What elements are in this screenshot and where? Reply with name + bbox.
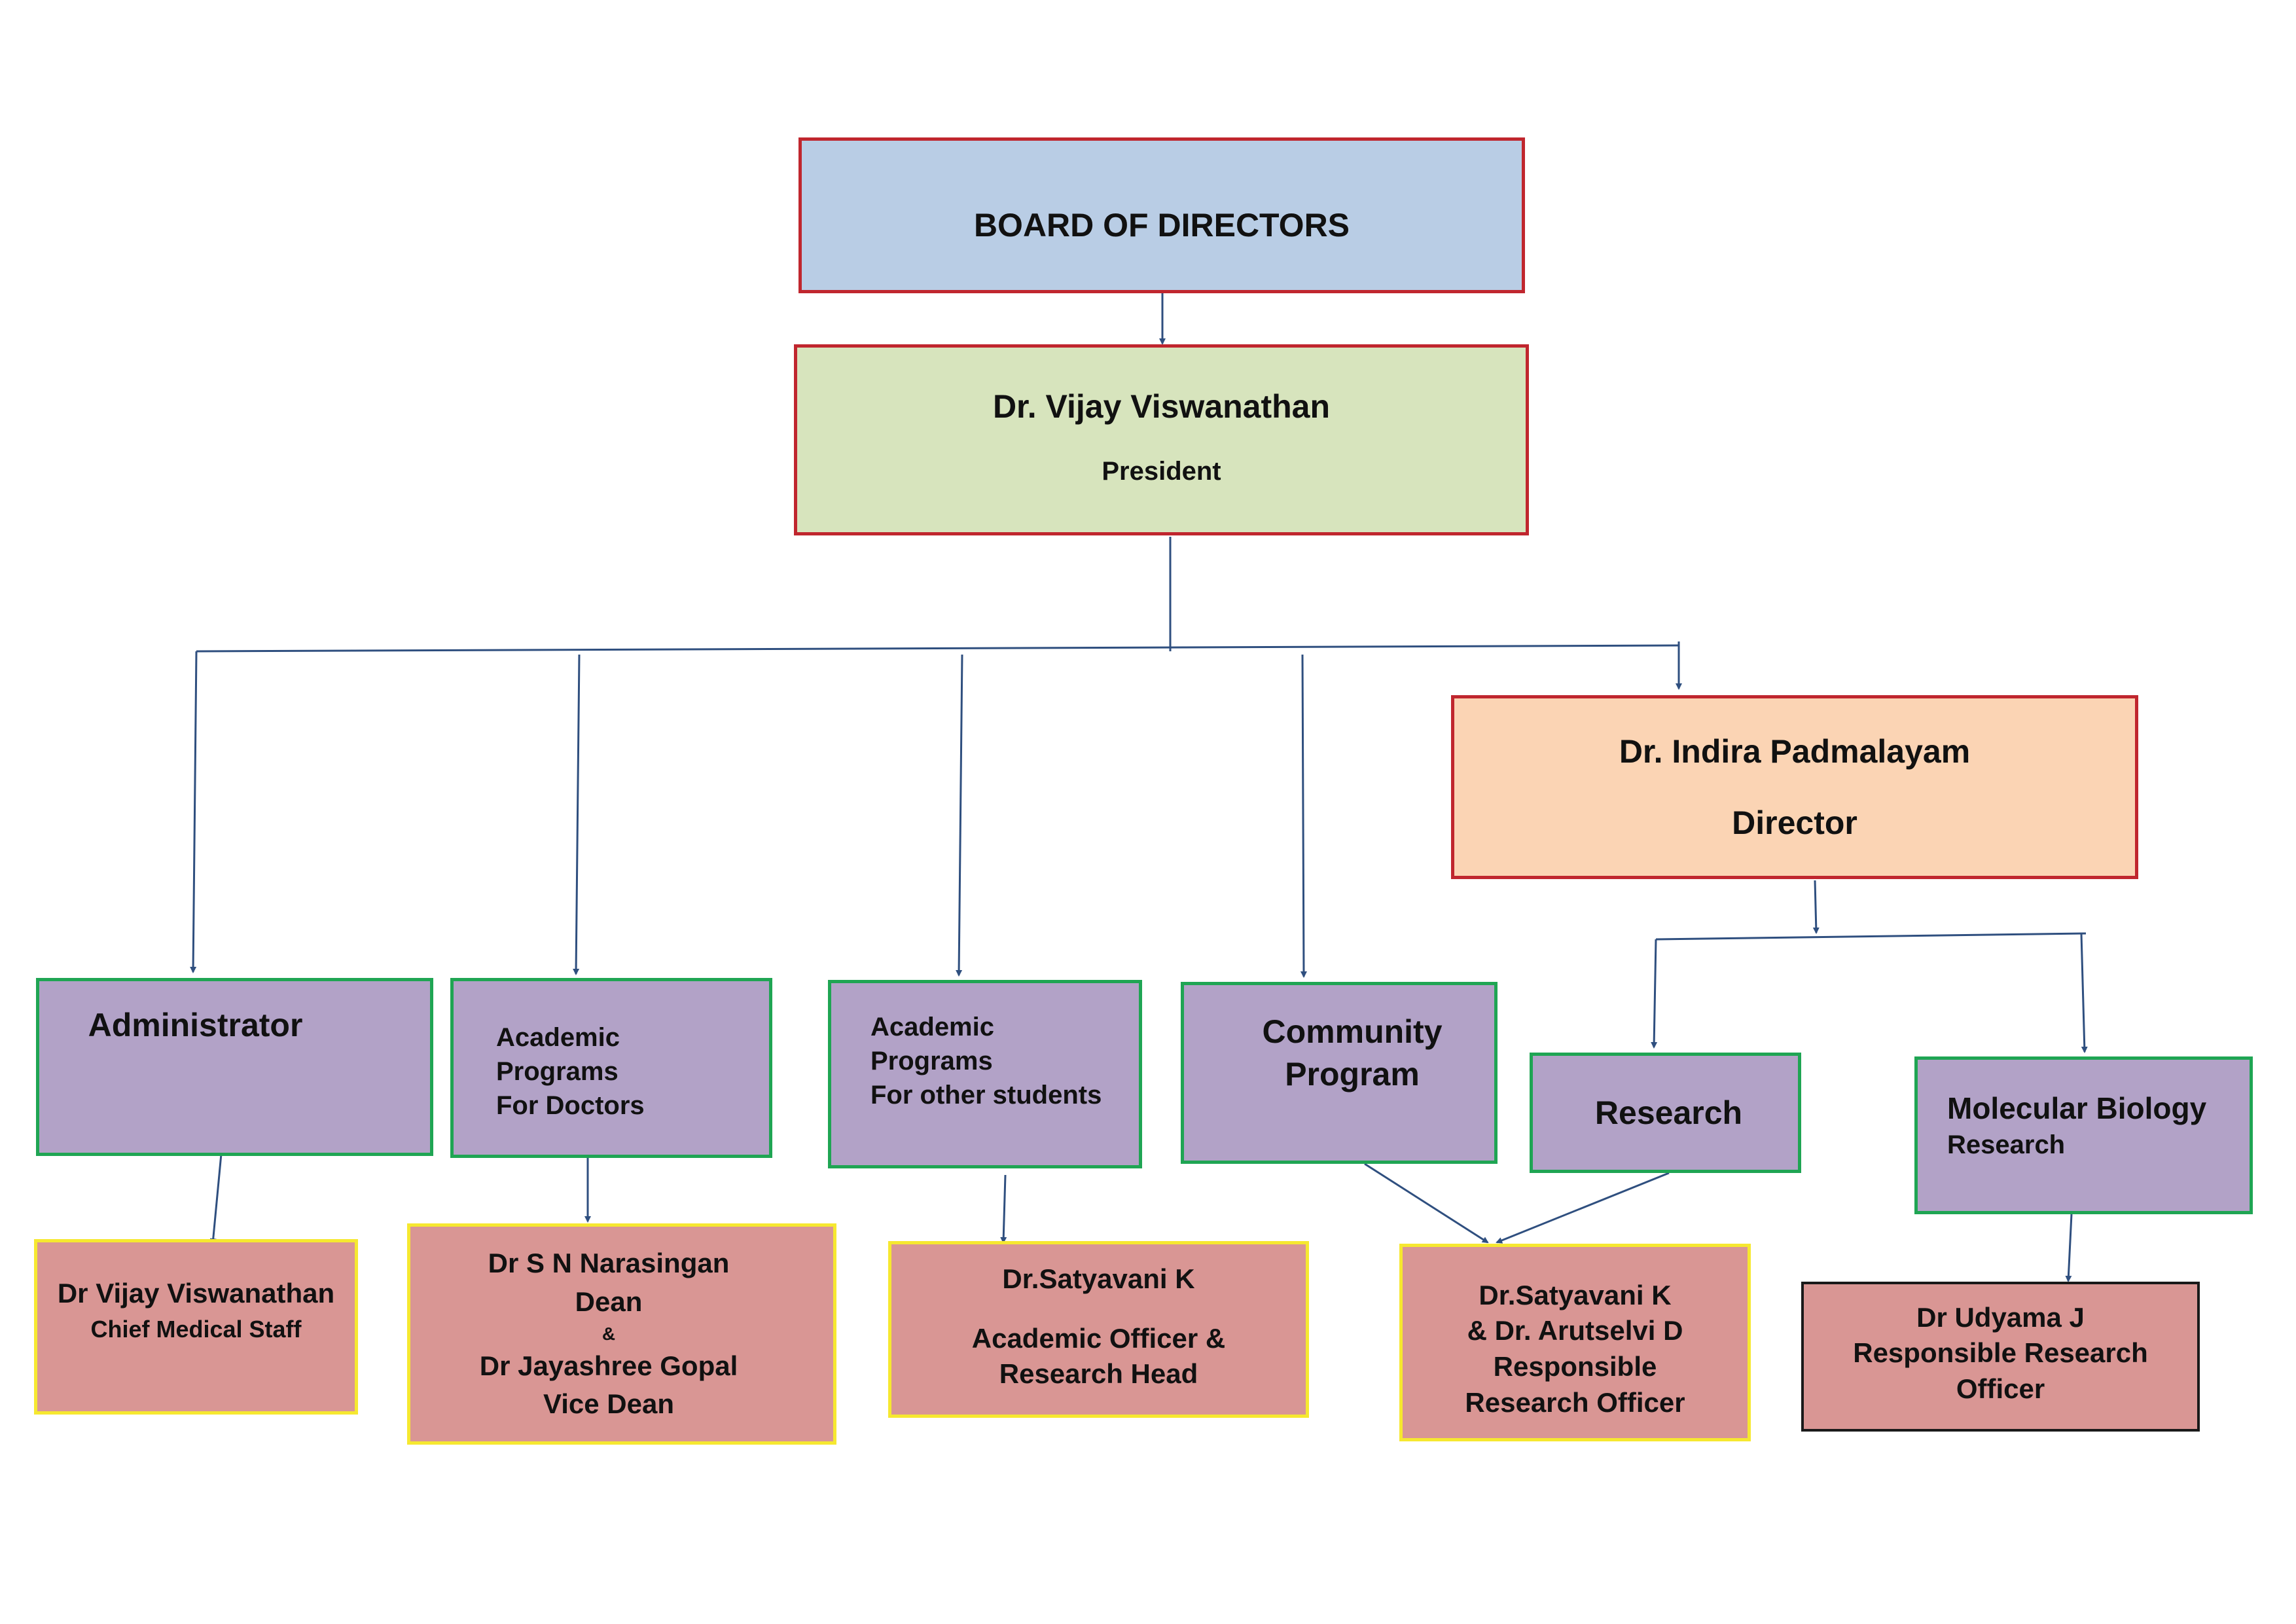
research-officers-line2: & Dr. Arutselvi D: [1467, 1315, 1683, 1346]
connector-students-to-person: [1000, 1174, 1007, 1244]
community-program-box: Community Program: [1181, 982, 1498, 1164]
board-of-directors-box: BOARD OF DIRECTORS: [798, 137, 1525, 293]
dean-joiner: &: [601, 1324, 616, 1344]
connector-admin-to-person: [209, 1153, 223, 1245]
connector-to-research: [1651, 939, 1658, 1049]
academic-officer-name: Dr.Satyavani K: [1002, 1263, 1195, 1295]
vice-dean-name: Dr Jayashree Gopal: [479, 1350, 738, 1381]
academic-doctors-line1: Academic: [496, 1022, 620, 1052]
academic-doctors-box: Academic Programs For Doctors: [450, 978, 772, 1158]
connector-to-academic-doctors: [573, 654, 581, 975]
connector-community-to-person: [1364, 1163, 1489, 1244]
admin-head-name: Dr Vijay Viswanathan: [57, 1278, 335, 1309]
director-role: Director: [1732, 804, 1857, 841]
vice-dean-role: Vice Dean: [543, 1388, 674, 1420]
director-name: Dr. Indira Padmalayam: [1619, 732, 1971, 770]
research-officers-box: Dr.Satyavani K & Dr. Arutselvi D Respons…: [1399, 1244, 1751, 1441]
academic-doctors-line2: Programs: [496, 1056, 619, 1086]
administrator-box: Administrator: [36, 978, 433, 1156]
connector-to-community: [1300, 654, 1307, 978]
research-officers-line4: Research Officer: [1465, 1386, 1685, 1418]
academic-students-line1: Academic: [870, 1013, 994, 1041]
academic-officer-role-line2: Research Head: [999, 1358, 1198, 1390]
president-box: Dr. Vijay Viswanathan President: [794, 344, 1529, 535]
academic-students-line3: For other students: [870, 1081, 1102, 1110]
academic-students-box: Academic Programs For other students: [828, 980, 1142, 1168]
mb-officer-line3: Officer: [1956, 1373, 2045, 1404]
molecular-biology-line1: Molecular Biology: [1947, 1091, 2207, 1125]
administrator-label: Administrator: [88, 1007, 303, 1043]
connector-main-bus: [196, 644, 1679, 653]
connector-to-administrator: [190, 651, 198, 973]
research-officers-line3: Responsible: [1493, 1351, 1657, 1382]
mb-officer-line1: Dr Udyama J: [1916, 1301, 2085, 1333]
connector-to-molecular-biology: [2080, 933, 2088, 1053]
research-box: Research: [1530, 1053, 1801, 1173]
academic-doctors-line3: For Doctors: [496, 1091, 645, 1120]
mb-officer-box: Dr Udyama J Responsible Research Officer: [1801, 1282, 2200, 1432]
dean-office-box: Dr S N Narasingan Dean & Dr Jayashree Go…: [407, 1223, 836, 1445]
board-title: BOARD OF DIRECTORS: [973, 206, 1350, 244]
admin-head-box: Dr Vijay Viswanathan Chief Medical Staff: [34, 1239, 358, 1415]
connector-research-to-person: [1496, 1172, 1670, 1244]
community-line1: Community: [1262, 1013, 1443, 1050]
molecular-biology-line2: Research: [1947, 1130, 2066, 1160]
admin-head-role: Chief Medical Staff: [90, 1315, 302, 1343]
academic-students-line2: Programs: [870, 1047, 993, 1075]
research-label: Research: [1594, 1094, 1743, 1131]
connector-director-bus: [1655, 932, 2087, 941]
president-role: President: [1102, 456, 1221, 486]
dean-name: Dr S N Narasingan: [488, 1247, 730, 1278]
academic-officer-box: Dr.Satyavani K Academic Officer & Resear…: [888, 1241, 1309, 1418]
connector-to-academic-students: [956, 654, 963, 977]
president-name: Dr. Vijay Viswanathan: [992, 388, 1331, 425]
research-officers-line1: Dr.Satyavani K: [1479, 1279, 1672, 1310]
connector-director-trunk: [1812, 880, 1820, 934]
mb-officer-line2: Responsible Research: [1853, 1337, 2148, 1369]
director-box: Dr. Indira Padmalayam Director: [1451, 695, 2138, 879]
molecular-biology-box: Molecular Biology Research: [1914, 1056, 2253, 1214]
academic-officer-role-line1: Academic Officer &: [971, 1322, 1226, 1354]
connector-mb-to-person: [2065, 1214, 2073, 1282]
community-line2: Program: [1285, 1056, 1420, 1092]
dean-role: Dean: [575, 1286, 643, 1317]
